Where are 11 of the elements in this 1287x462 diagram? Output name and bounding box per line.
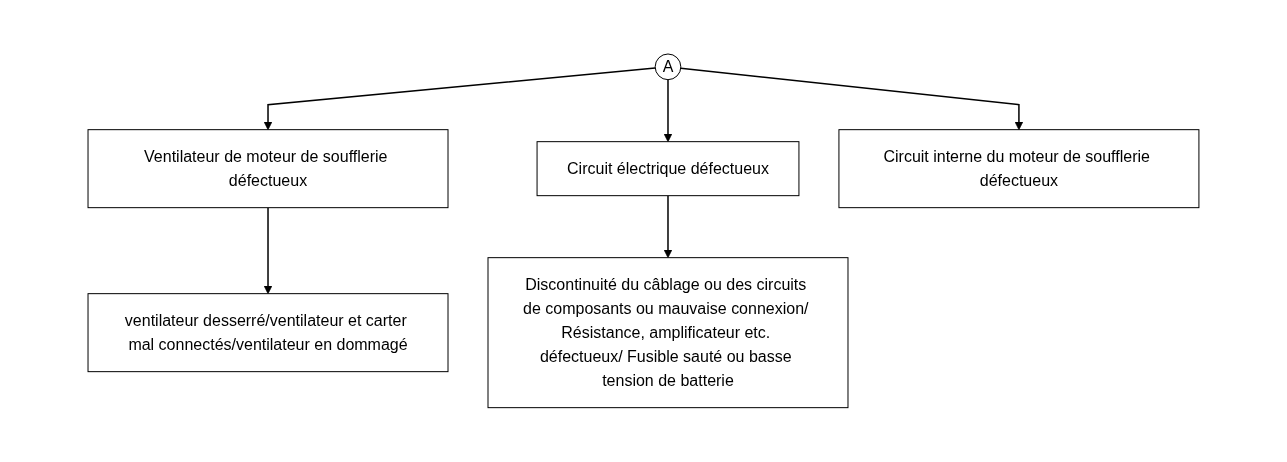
arrow — [663, 195, 673, 259]
arrow — [263, 207, 273, 295]
node-circle: A — [654, 53, 682, 81]
arrow — [680, 67, 1024, 131]
node-box: Discontinuité du câblage ou des circuits de composants ou mauvaise connexion/ Résistance, amplificateur etc. défectueux/ Fusible sauté ou basse tension de batterie — [487, 257, 849, 409]
arrow — [663, 79, 673, 143]
node-box: Circuit électrique défectueux — [536, 141, 800, 197]
arrow — [263, 67, 656, 131]
node-box: ventilateur desserré/ventilateur et carter mal connectés/ventilateur en dommagé — [87, 293, 449, 373]
node-box: Circuit interne du moteur de soufflerie défectueux — [838, 129, 1200, 209]
node-box: Ventilateur de moteur de soufflerie défectueux — [87, 129, 449, 209]
